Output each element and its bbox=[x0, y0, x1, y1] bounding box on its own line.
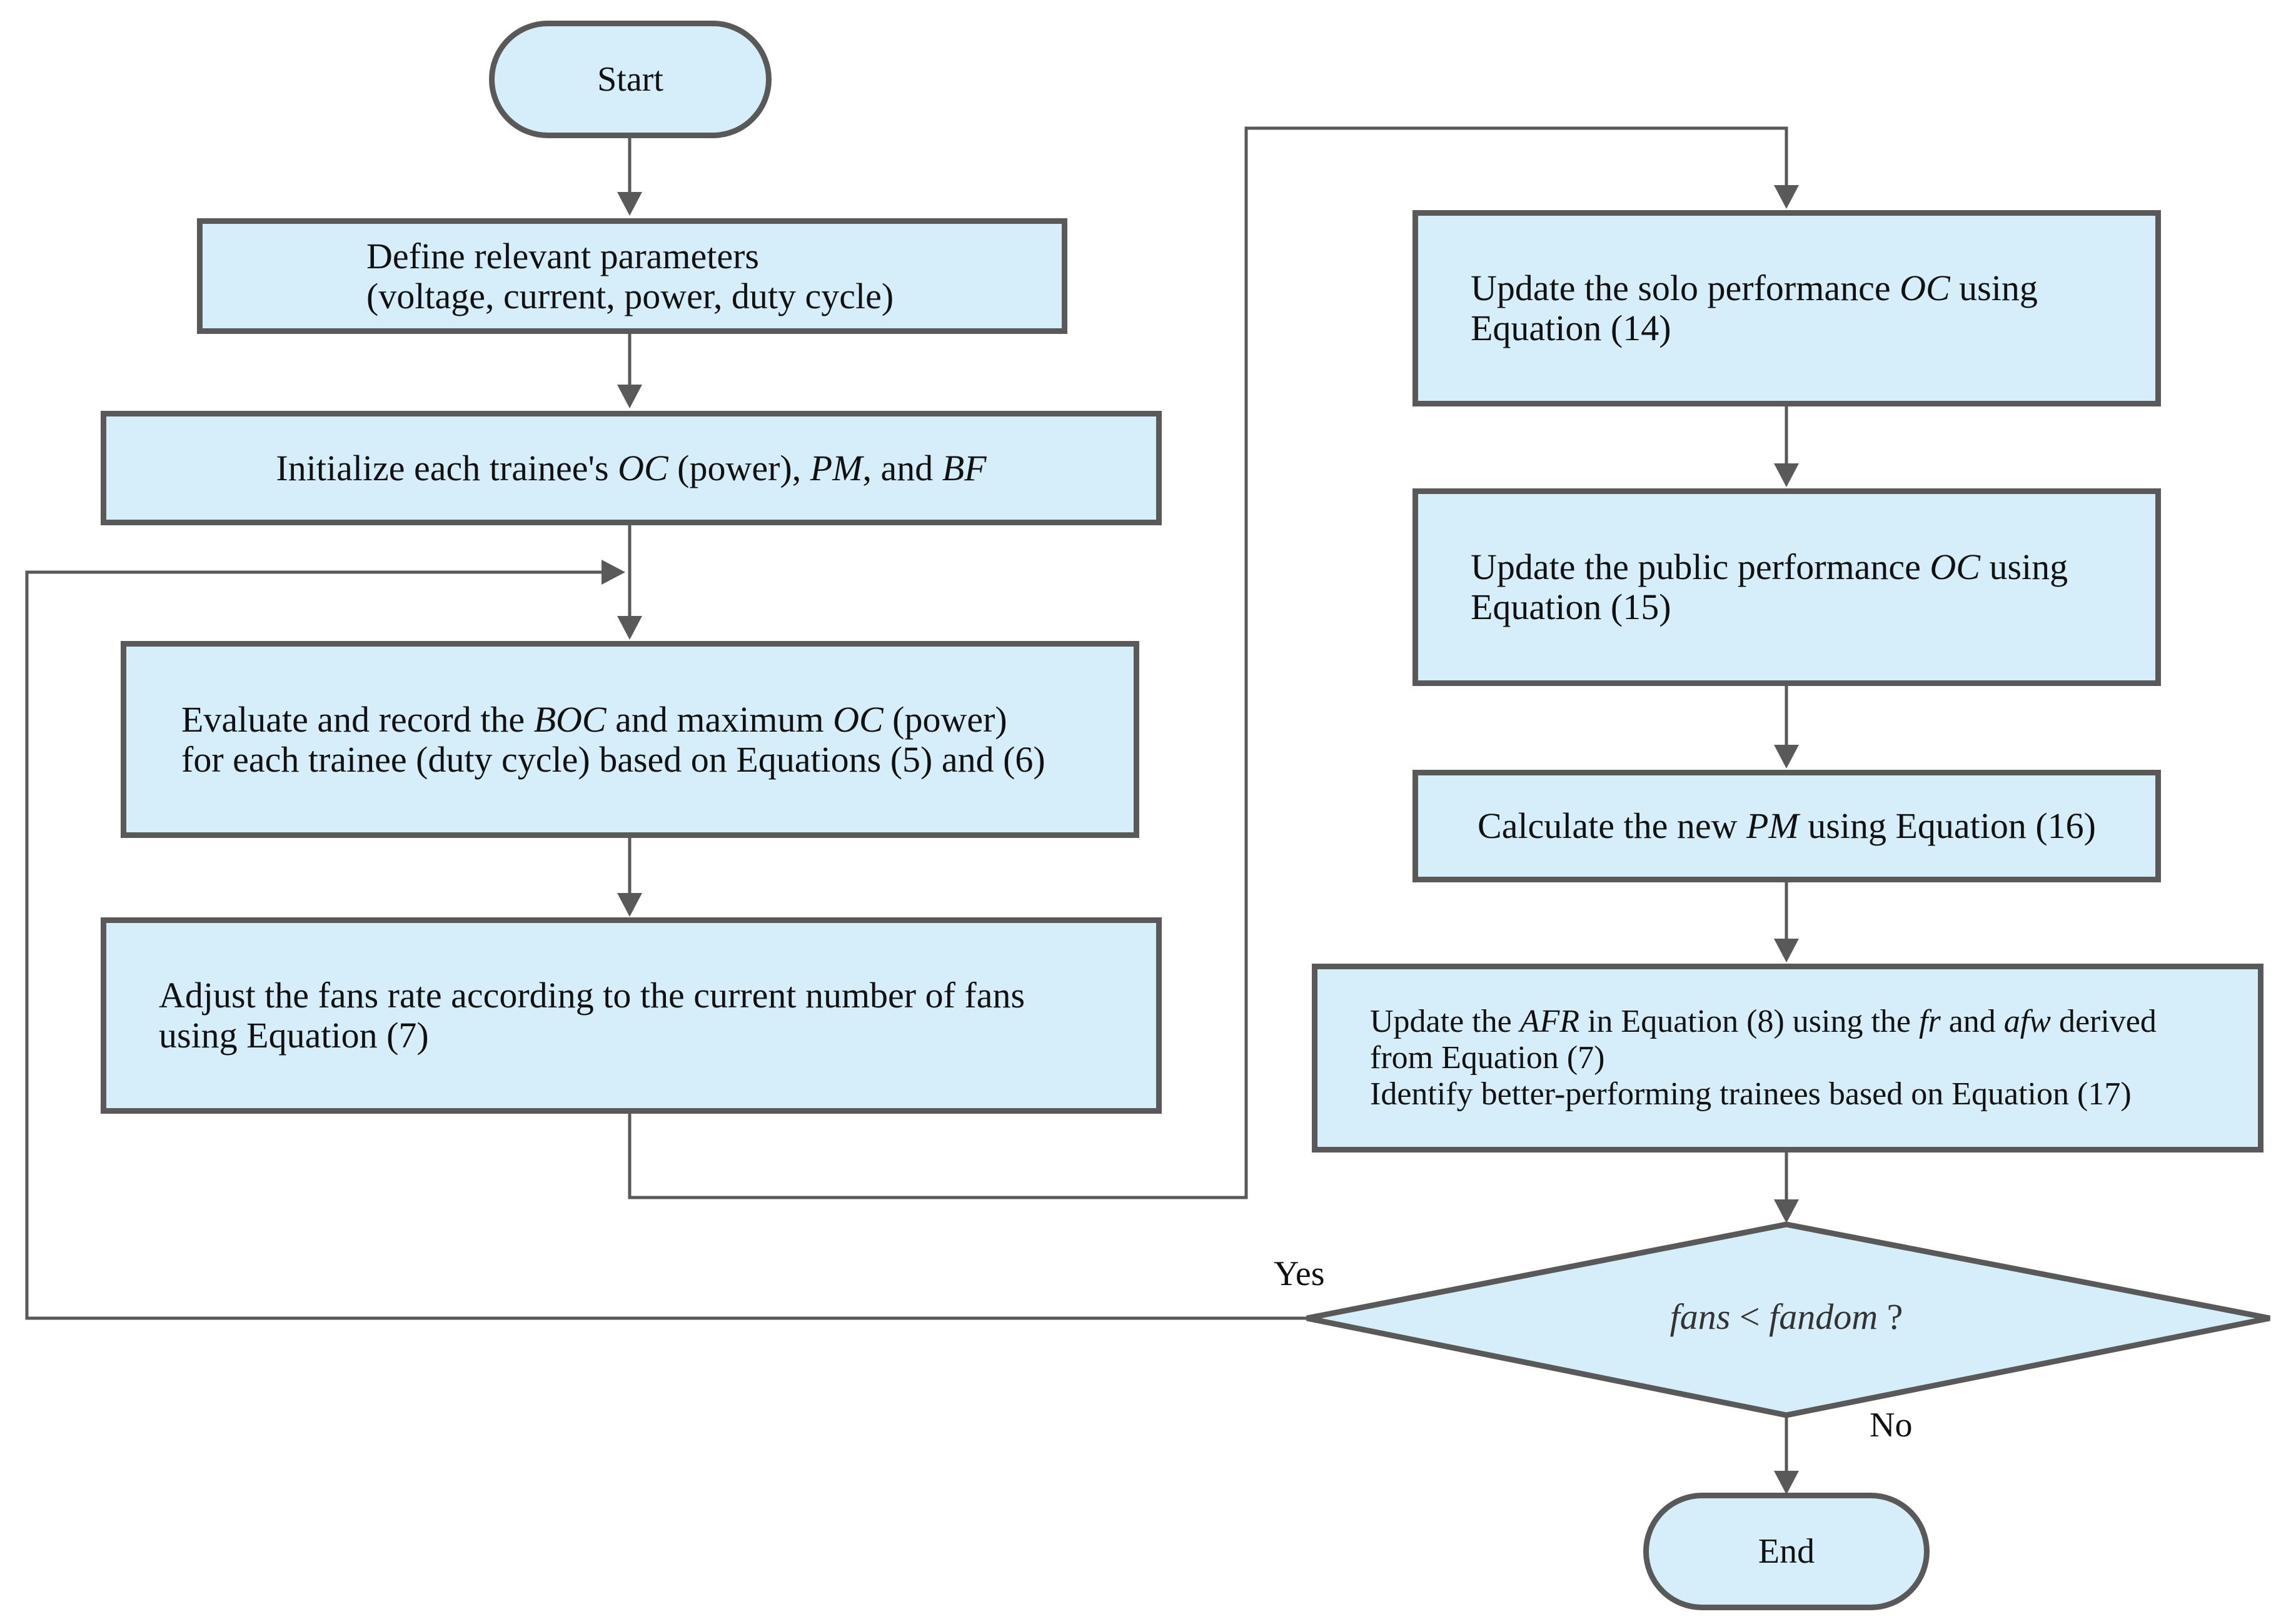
update-afr-line2: from Equation (7) bbox=[1370, 1040, 1605, 1076]
update-afr-fr: fr bbox=[1919, 1004, 1941, 1039]
arrowhead bbox=[1774, 1199, 1799, 1223]
calculate-text: Calculate the new PM using Equation (16) bbox=[1478, 806, 2096, 846]
decision-fans: fans bbox=[1669, 1296, 1731, 1337]
evaluate-l1-mid: and maximum bbox=[606, 699, 833, 740]
no-label: No bbox=[1870, 1406, 1913, 1445]
solo-post: using bbox=[1950, 268, 2038, 308]
initialize-text-mid2: , and bbox=[862, 447, 942, 488]
solo-oc: OC bbox=[1900, 268, 1950, 308]
adjust-line2: using Equation (7) bbox=[159, 1015, 429, 1056]
yes-label: Yes bbox=[1274, 1254, 1325, 1293]
update-afr-box: Update the AFR in Equation (8) using the… bbox=[1312, 964, 2263, 1152]
calculate-pm-box: Calculate the new PM using Equation (16) bbox=[1412, 770, 2161, 882]
initialize-text: Initialize each trainee's OC (power), PM… bbox=[276, 448, 986, 488]
decision-q: ? bbox=[1878, 1296, 1903, 1337]
arrowhead bbox=[617, 893, 642, 917]
update-afr-afw: afw bbox=[2003, 1004, 2051, 1039]
arrowheads bbox=[602, 185, 1799, 1495]
decision-text: fans < fandom ? bbox=[1411, 1296, 2162, 1339]
arrowhead bbox=[602, 560, 625, 585]
solo-performance-box: Update the solo performance OC using Equ… bbox=[1412, 210, 2161, 406]
evaluate-line1: Evaluate and record the BOC and maximum … bbox=[181, 699, 1134, 740]
update-afr-l1-a: Update the bbox=[1370, 1004, 1520, 1039]
initialize-text-pre: Initialize each trainee's bbox=[276, 447, 618, 488]
define-parameters-box: Define relevant parameters (voltage, cur… bbox=[197, 218, 1067, 334]
arrow-adjust-to-solo bbox=[628, 126, 1788, 1199]
initialize-pm: PM bbox=[810, 447, 863, 488]
evaluate-line2: for each trainee (duty cycle) based on E… bbox=[181, 739, 1045, 780]
evaluate-l1-pre: Evaluate and record the bbox=[181, 699, 534, 740]
decision-op: < bbox=[1730, 1296, 1770, 1337]
evaluate-oc: OC bbox=[833, 699, 884, 740]
evaluate-l1-post: (power) bbox=[883, 699, 1007, 740]
update-afr-l1-b: in Equation (8) using the bbox=[1579, 1004, 1920, 1039]
arrowhead bbox=[1774, 745, 1799, 769]
end-label: End bbox=[1758, 1532, 1815, 1571]
initialize-bf: BF bbox=[942, 447, 987, 488]
update-afr-l1-d: derived bbox=[2050, 1004, 2157, 1039]
arrowhead bbox=[1774, 1471, 1799, 1495]
evaluate-boc: BOC bbox=[533, 699, 607, 740]
solo-pre: Update the solo performance bbox=[1471, 268, 1900, 308]
arrowhead bbox=[617, 385, 642, 408]
arrowhead bbox=[617, 616, 642, 640]
public-pre: Update the public performance bbox=[1471, 547, 1930, 587]
define-line1: Define relevant parameters bbox=[366, 235, 759, 276]
calculate-pm: PM bbox=[1746, 805, 1799, 846]
adjust-box: Adjust the fans rate according to the cu… bbox=[101, 917, 1162, 1114]
solo-line1: Update the solo performance OC using bbox=[1471, 268, 2155, 308]
adjust-line1: Adjust the fans rate according to the cu… bbox=[159, 975, 1025, 1016]
public-performance-box: Update the public performance OC using E… bbox=[1412, 488, 2161, 686]
start-terminal: Start bbox=[489, 21, 772, 138]
update-afr-l1-c: and bbox=[1940, 1004, 2004, 1039]
calculate-pre: Calculate the new bbox=[1478, 805, 1747, 846]
calculate-post: using Equation (16) bbox=[1798, 805, 2096, 846]
decision-fandom: fandom bbox=[1769, 1296, 1878, 1337]
arrow-yes-loop bbox=[25, 570, 1307, 1320]
public-line1: Update the public performance OC using bbox=[1471, 547, 2155, 587]
evaluate-box: Evaluate and record the BOC and maximum … bbox=[121, 641, 1139, 838]
arrowhead bbox=[1774, 939, 1799, 962]
define-line2: (voltage, current, power, duty cycle) bbox=[366, 275, 894, 316]
update-afr-line3: Identify better-performing trainees base… bbox=[1370, 1076, 2132, 1112]
initialize-text-mid1: (power), bbox=[668, 447, 810, 488]
update-afr-line1: Update the AFR in Equation (8) using the… bbox=[1370, 1004, 2258, 1040]
end-terminal: End bbox=[1643, 1493, 1930, 1610]
public-post: using bbox=[1980, 547, 2068, 587]
arrowhead bbox=[1774, 463, 1799, 487]
decision-diamond bbox=[1306, 1221, 2270, 1418]
arrowhead bbox=[617, 192, 642, 216]
public-line2: Equation (15) bbox=[1471, 587, 1671, 627]
initialize-box: Initialize each trainee's OC (power), PM… bbox=[101, 411, 1162, 525]
update-afr-afr: AFR bbox=[1519, 1004, 1579, 1039]
start-label: Start bbox=[597, 60, 663, 99]
solo-line2: Equation (14) bbox=[1471, 308, 1671, 348]
arrowhead bbox=[1774, 185, 1799, 209]
public-oc: OC bbox=[1930, 547, 1980, 587]
initialize-oc: OC bbox=[618, 447, 668, 488]
